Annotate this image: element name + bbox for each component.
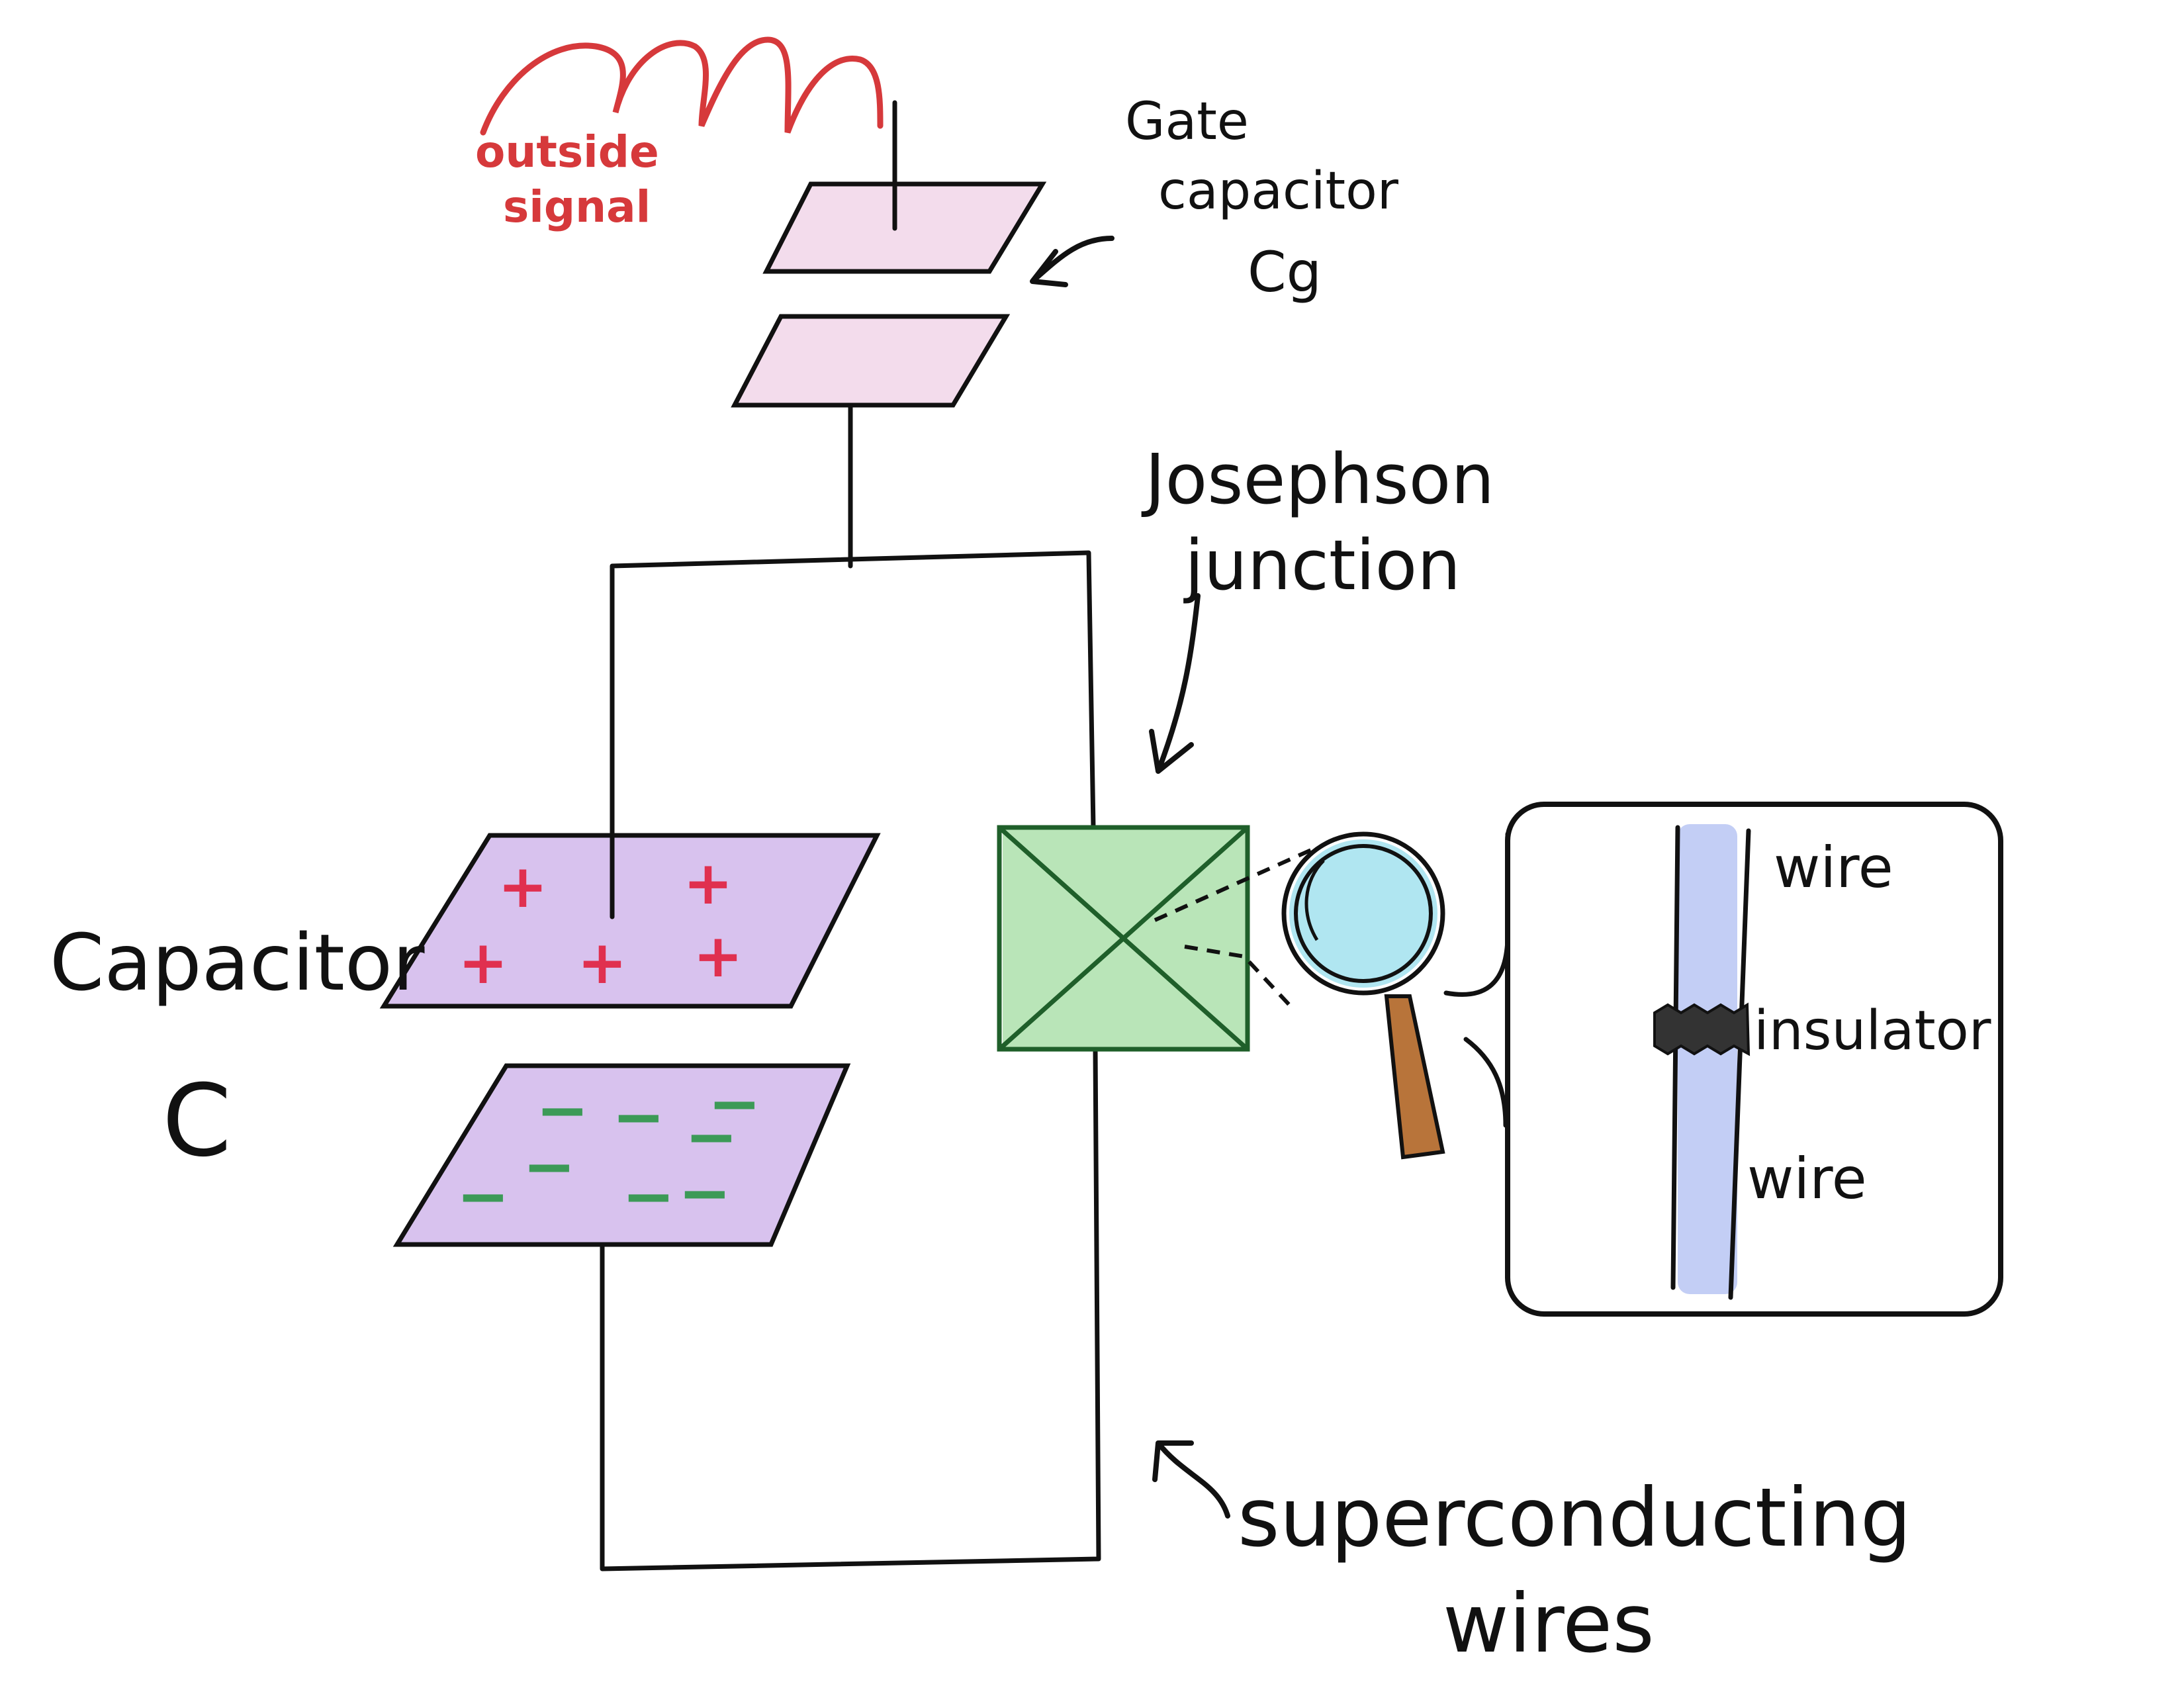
zoom-label-wire-top: wire: [1774, 835, 1893, 901]
zoom-callout-lines: [1443, 831, 1510, 1128]
superconducting-label-line1: superconducting: [1238, 1471, 1911, 1565]
zoom-wire-left-edge: [1670, 825, 1680, 1290]
junction-zoom-box: [1505, 802, 2003, 1317]
josephson-arrow: [1149, 593, 1201, 774]
minus-charge: −: [457, 1159, 510, 1233]
zoom-insulator-layer: [1653, 1002, 1751, 1056]
superconducting-arrow: [1152, 1440, 1230, 1519]
minus-charge: −: [678, 1156, 731, 1230]
capacitor-symbol: C: [162, 1064, 232, 1179]
minus-charge: −: [685, 1100, 738, 1174]
gate-capacitor-top-plate: [762, 181, 1047, 274]
minus-charge: −: [612, 1080, 665, 1154]
gate-capacitor-bottom-plate: [731, 314, 1011, 408]
minus-charge: −: [523, 1129, 576, 1203]
plus-charge: +: [683, 849, 733, 918]
zoom-wire-right-edge: [1728, 828, 1751, 1300]
plus-charge: +: [498, 852, 547, 921]
circuit-wire-loop: [600, 402, 1101, 1571]
zoom-label-insulator: insulator: [1754, 1000, 1991, 1062]
gate-capacitor-arrow: [1030, 236, 1115, 287]
minus-charge: −: [708, 1066, 761, 1141]
outside-signal-wave: [480, 36, 884, 136]
magnifying-glass-icon: [1281, 831, 1445, 1160]
minus-charge: −: [622, 1159, 675, 1233]
plus-charge: +: [458, 928, 508, 998]
josephson-label-line1: Josephson: [1141, 439, 1494, 520]
capacitor-bottom-plate: [392, 1063, 851, 1247]
josephson-junction-box: [997, 825, 1250, 1052]
gate-capacitor-label-line1: Gate: [1125, 92, 1249, 152]
minus-charge: −: [536, 1073, 589, 1147]
gate-capacitor-label-line3: Cg: [1248, 240, 1322, 305]
zoom-label-wire-bottom: wire: [1747, 1146, 1867, 1212]
zoom-dashed-lines: [1154, 845, 1318, 1008]
plus-charge: +: [693, 921, 743, 991]
outside-signal-label-line1: outside: [475, 126, 659, 177]
josephson-label-line2: junction: [1183, 525, 1461, 606]
plus-charge: +: [577, 928, 627, 998]
capacitor-top-plate: [379, 833, 881, 1009]
superconducting-label-line2: wires: [1443, 1577, 1655, 1671]
gate-capacitor-label-line2: capacitor: [1158, 162, 1399, 221]
outside-signal-label-line2: signal: [503, 181, 651, 232]
zoom-blue-wire: [1678, 824, 1737, 1294]
capacitor-label: Capacitor: [50, 917, 425, 1008]
